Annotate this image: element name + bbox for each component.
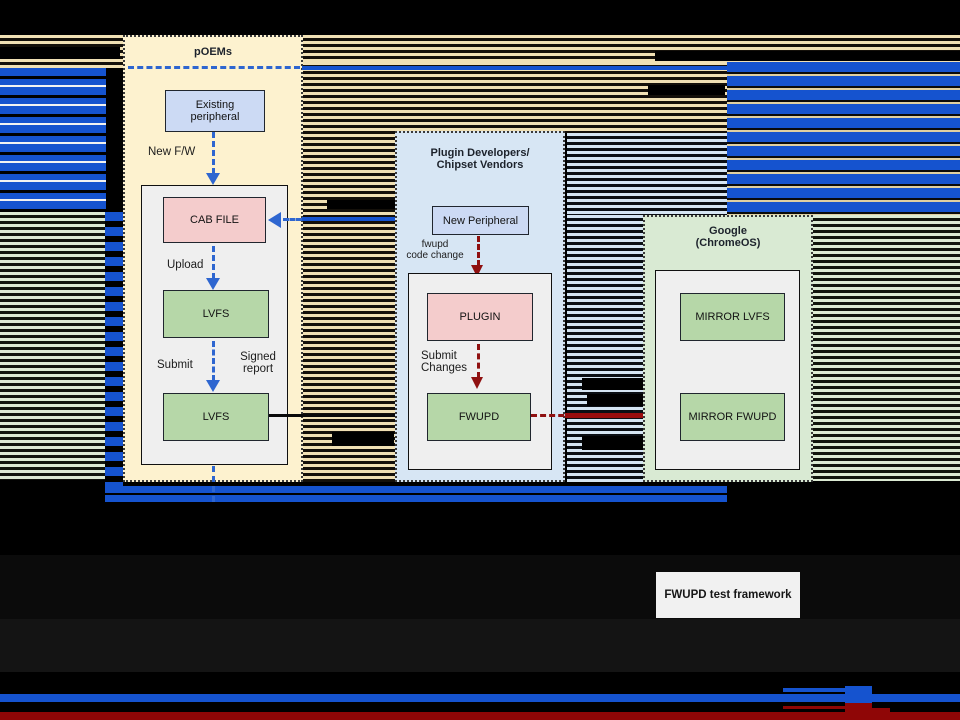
- glitch-blue-band-bottom: [0, 694, 960, 702]
- node-fwupd-test-framework: FWUPD test framework: [656, 572, 800, 618]
- glitch-tan-column-mid: [302, 62, 396, 482]
- glitch-red-blob-bottom: [845, 703, 872, 720]
- arrow-newperipheral-to-cab-head: [268, 212, 281, 228]
- arrow-code-change-line: [477, 236, 480, 266]
- glitch-red-line-bottom-2: [870, 708, 890, 712]
- plugin-title: Plugin Developers/ Chipset Vendors: [430, 147, 530, 171]
- arrow-submit-changes-line: [477, 344, 480, 378]
- node-mirror-fwupd-label: MIRROR FWUPD: [688, 411, 777, 423]
- label-new-fw: New F/W: [148, 146, 196, 158]
- glitch-red-line-bottom: [783, 706, 846, 709]
- label-signed-report: Signed report: [240, 351, 276, 375]
- label-upload: Upload: [167, 259, 204, 271]
- node-lvfs-upload-label: LVFS: [202, 308, 230, 320]
- google-title: Google (ChromeOS): [695, 225, 761, 249]
- glitch-black-blob: [332, 432, 394, 446]
- glitch-black-blob: [648, 85, 725, 95]
- poems-top-dashed-line: [128, 66, 300, 69]
- node-lvfs-submit-label: LVFS: [202, 411, 230, 423]
- glitch-green-stripes-left: [0, 212, 106, 480]
- glitch-blue-blob-bottom: [845, 686, 872, 705]
- node-cab-file: CAB FILE: [163, 197, 266, 243]
- node-lvfs-upload: LVFS: [163, 290, 269, 338]
- glitch-lightblue-stripes-top: [567, 133, 727, 215]
- node-cab-file-label: CAB FILE: [190, 214, 239, 226]
- arrow-submit-head: [206, 380, 220, 392]
- glitch-green-stripes-right: [813, 215, 960, 481]
- glitch-dark-band-1: [0, 555, 960, 619]
- glitch-blue-band-2: [105, 495, 727, 502]
- glitch-black-band-right: [655, 51, 960, 61]
- glitch-black-blob: [582, 378, 643, 390]
- arrow-new-fw-head: [206, 173, 220, 185]
- glitch-black-band-left: [0, 47, 120, 59]
- poems-bottom-dashed-line: [212, 466, 215, 502]
- node-plugin: PLUGIN: [427, 293, 533, 341]
- glitch-blue-band-1: [105, 486, 727, 493]
- glitch-black-blob: [327, 200, 395, 209]
- node-mirror-fwupd: MIRROR FWUPD: [680, 393, 785, 441]
- blue-solid-line-right: [302, 66, 960, 70]
- node-mirror-lvfs: MIRROR LVFS: [680, 293, 785, 341]
- arrow-fwupd-to-mirror-solid-glitch: [565, 413, 645, 418]
- poems-title: pOEMs: [194, 46, 232, 58]
- glitch-dark-band-2: [0, 619, 960, 672]
- label-submit-changes: Submit Changes: [421, 350, 468, 374]
- glitch-blue-line-bottom: [783, 688, 846, 692]
- arrow-newperipheral-to-cab-solid-glitch: [302, 217, 396, 221]
- arrow-upload-head: [206, 278, 220, 290]
- glitch-red-band-bottom: [0, 712, 960, 720]
- node-lvfs-submit: LVFS: [163, 393, 269, 441]
- arrow-new-fw-line: [212, 132, 215, 174]
- node-plugin-label: PLUGIN: [459, 311, 501, 323]
- label-submit: Submit: [157, 359, 193, 371]
- glitch-black-blob: [587, 394, 643, 406]
- node-new-peripheral: New Peripheral: [432, 206, 529, 235]
- node-fwupd-test-framework-label: FWUPD test framework: [664, 589, 792, 601]
- label-fwupd-code-change: fwupd code change: [406, 239, 464, 261]
- glitch-tan-above-plugin: [396, 62, 727, 133]
- arrow-submit-line: [212, 341, 215, 381]
- arrow-lvfs-to-fwupd-line: [269, 414, 415, 417]
- node-new-peripheral-label: New Peripheral: [442, 214, 519, 227]
- node-fwupd: FWUPD: [427, 393, 531, 441]
- glitch-black-blob: [582, 436, 643, 450]
- node-mirror-lvfs-label: MIRROR LVFS: [695, 311, 770, 323]
- node-existing-peripheral: Existing peripheral: [165, 90, 265, 132]
- glitch-blue-dash-bar: [105, 212, 123, 502]
- arrow-upload-line: [212, 246, 215, 279]
- glitch-blue-block-left: [0, 68, 106, 212]
- arrow-submit-changes-head: [471, 377, 483, 389]
- node-existing-peripheral-label: Existing peripheral: [190, 99, 240, 123]
- node-fwupd-label: FWUPD: [458, 411, 500, 423]
- glitch-blue-bands-right: [727, 62, 960, 215]
- arrow-newperipheral-to-cab-dash-a: [283, 218, 302, 221]
